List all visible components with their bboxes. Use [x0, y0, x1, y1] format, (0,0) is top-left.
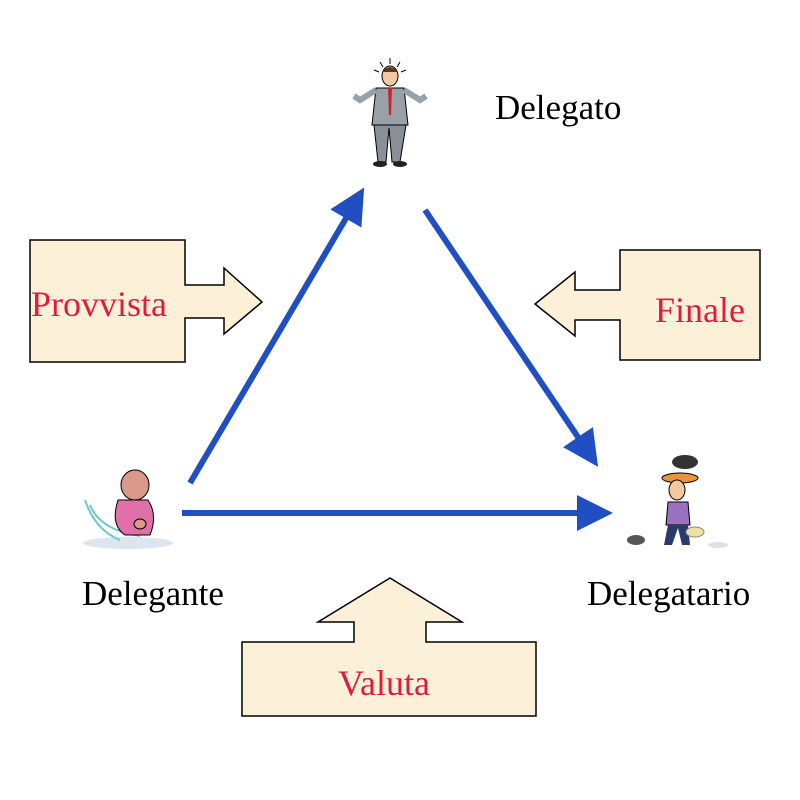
delegato-label: Delegato — [495, 88, 622, 127]
delegatario-label: Delegatario — [587, 574, 751, 613]
delegante-label: Delegante — [82, 574, 224, 613]
delegante-figure-icon — [83, 469, 173, 549]
provvista-callout — [29, 239, 264, 363]
arrow-delegante-to-delegato — [187, 187, 365, 485]
delegatario-figure-icon — [627, 455, 728, 548]
valuta-callout — [241, 577, 537, 717]
finale-label: Finale — [655, 290, 745, 330]
provvista-label: Provvista — [31, 284, 168, 324]
valuta-label: Valuta — [338, 663, 430, 703]
arrow-delegato-to-delegatario — [422, 208, 599, 467]
delegato-figure-icon — [352, 58, 428, 167]
finale-callout — [533, 249, 761, 361]
